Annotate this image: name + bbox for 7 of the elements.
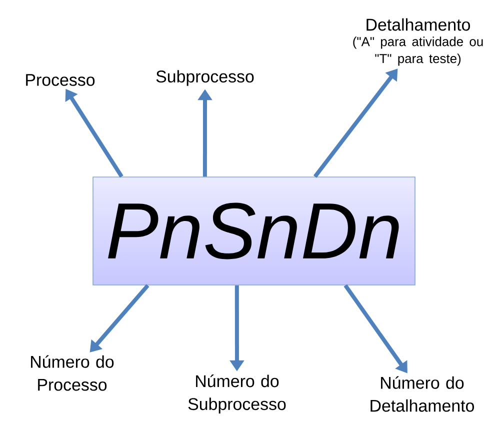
label-text: Número do Subprocesso: [188, 374, 286, 414]
label-text: Número do Processo: [31, 355, 114, 391]
label-text: Subprocesso: [156, 70, 254, 86]
label-text: Processo: [26, 74, 95, 86]
process-box: PnSnDn: [92, 176, 416, 286]
label-text: Detalhamento ("A" para atividade ou "T" para teste): [353, 18, 483, 66]
label-text: Número do Detalhamento: [370, 376, 474, 412]
